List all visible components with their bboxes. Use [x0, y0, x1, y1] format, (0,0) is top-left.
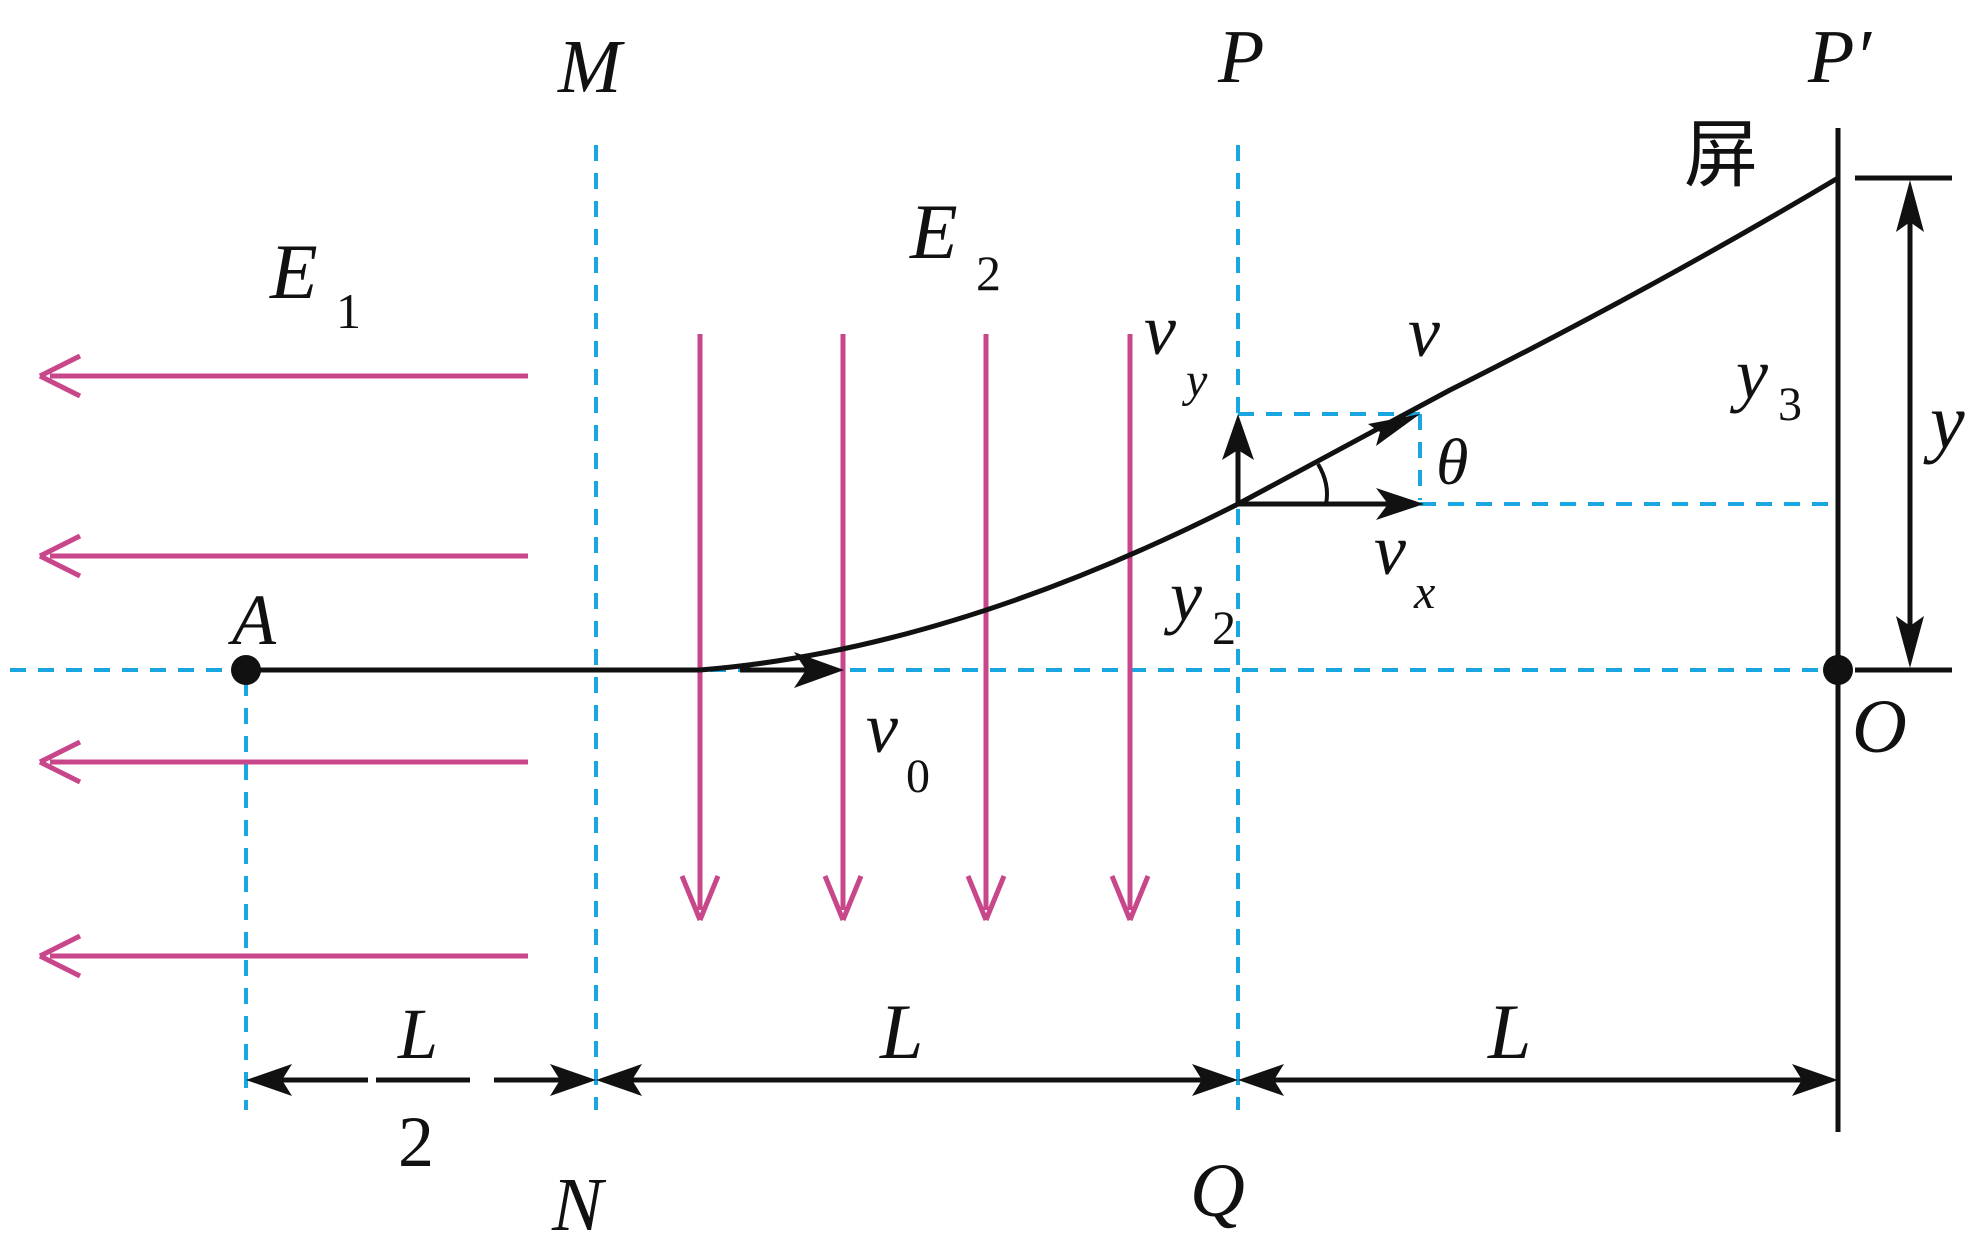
- svg-text:y: y: [1163, 556, 1202, 636]
- label-y2: y 2: [1163, 556, 1236, 655]
- label-y: y: [1923, 378, 1965, 465]
- svg-text:E: E: [909, 188, 958, 275]
- svg-text:2: 2: [976, 245, 1001, 301]
- svg-text:v: v: [1144, 290, 1176, 370]
- svg-text:x: x: [1413, 566, 1435, 619]
- label-dim-half-num: L: [397, 994, 438, 1074]
- svg-text:0: 0: [906, 750, 930, 803]
- label-dim-half-den: 2: [398, 1102, 434, 1182]
- svg-text:2: 2: [1212, 602, 1236, 655]
- label-P: P: [1217, 15, 1264, 99]
- field-E2-arrow: [679, 334, 721, 921]
- label-O: O: [1852, 685, 1907, 769]
- field-E2-arrow: [1109, 334, 1151, 921]
- label-theta: θ: [1436, 426, 1468, 499]
- field-E2-arrows: [679, 334, 1151, 921]
- svg-text:1: 1: [336, 283, 361, 339]
- label-vy: v y: [1144, 290, 1208, 407]
- svg-text:v: v: [1374, 510, 1406, 590]
- label-E1: E 1: [269, 228, 361, 339]
- label-dim-right: L: [1487, 988, 1531, 1075]
- field-E1-arrow: [38, 739, 528, 785]
- label-v: v: [1408, 292, 1440, 372]
- v-arrow: [1368, 414, 1420, 446]
- point-A: [231, 655, 261, 685]
- label-screen: 屏: [1684, 112, 1758, 198]
- field-E1-arrows: [38, 353, 528, 979]
- svg-text:E: E: [269, 228, 318, 315]
- label-vx: v x: [1374, 510, 1435, 619]
- label-A: A: [228, 580, 277, 660]
- label-N: N: [551, 1163, 607, 1244]
- label-y3: y 3: [1729, 334, 1802, 431]
- trajectory-after-field: [1236, 175, 1840, 507]
- svg-text:y: y: [1181, 354, 1208, 407]
- svg-text:3: 3: [1778, 378, 1802, 431]
- svg-text:y: y: [1729, 334, 1768, 414]
- dim-half-L: [246, 1064, 596, 1096]
- y-dimension-arrow: [1896, 180, 1924, 668]
- label-v0: v 0: [866, 688, 930, 803]
- v0-arrow: [740, 652, 844, 688]
- label-Q: Q: [1190, 1149, 1245, 1233]
- vx-arrow: [1238, 488, 1424, 520]
- field-E2-arrow: [965, 334, 1007, 921]
- vy-arrow: [1222, 414, 1254, 504]
- point-O: [1823, 655, 1853, 685]
- label-dim-mid: L: [879, 988, 923, 1075]
- field-E2-arrow: [822, 334, 864, 921]
- label-P-prime: P′: [1807, 15, 1872, 99]
- theta-arc: [1316, 462, 1329, 505]
- label-E2: E 2: [909, 188, 1001, 301]
- dim-right-L: [1238, 1064, 1838, 1096]
- trajectory-curve: [699, 501, 1240, 673]
- svg-text:v: v: [866, 688, 898, 768]
- field-E1-arrow: [38, 533, 528, 579]
- label-M: M: [557, 25, 625, 109]
- field-E1-arrow: [38, 933, 528, 979]
- field-E1-arrow: [38, 353, 528, 399]
- dim-mid-L: [596, 1064, 1238, 1096]
